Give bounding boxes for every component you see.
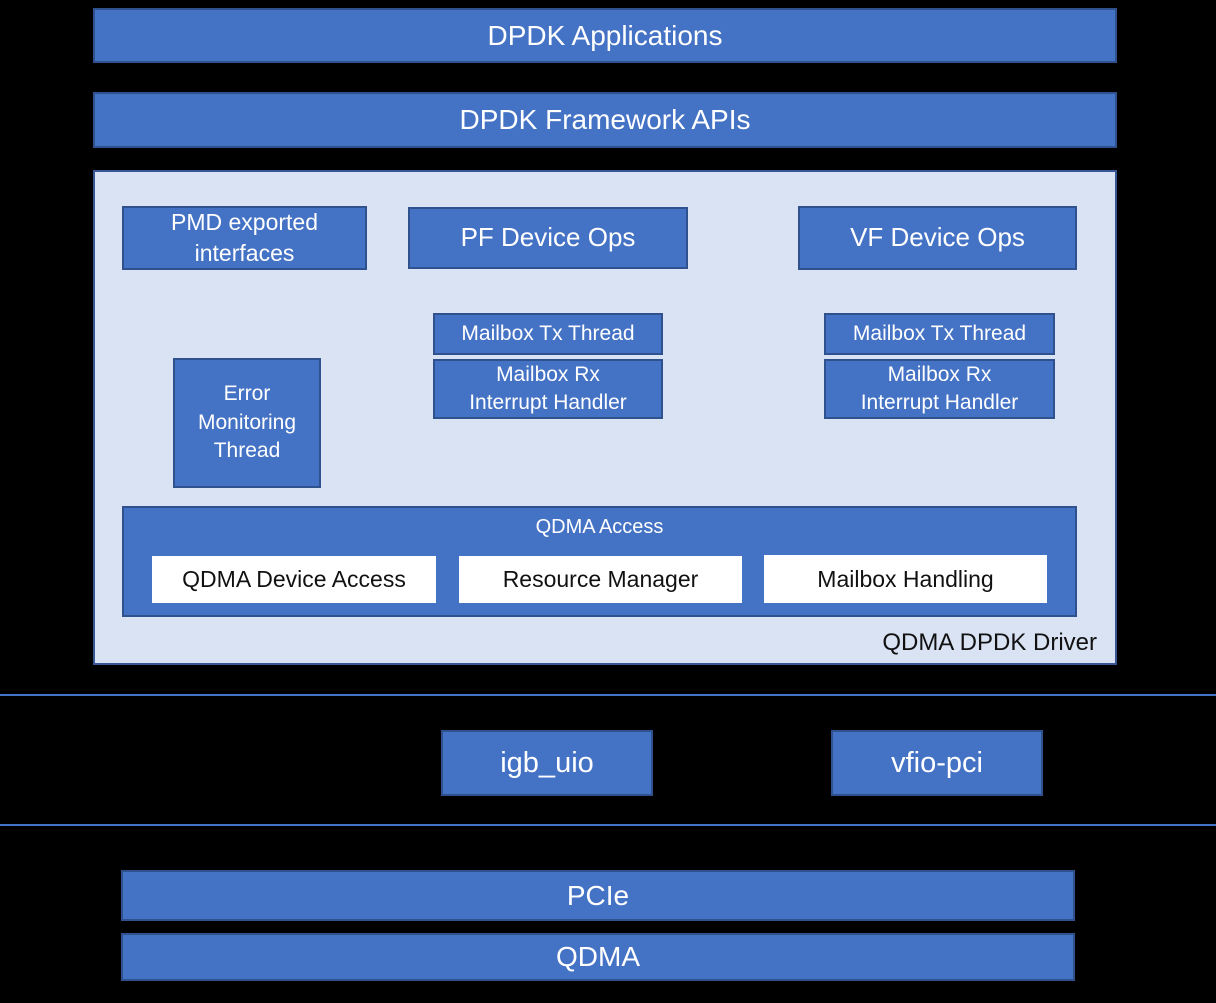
separator-line-bottom bbox=[0, 824, 1216, 826]
qdma-device-access-label: QDMA Device Access bbox=[182, 566, 406, 592]
mailbox-handling-box: Mailbox Handling bbox=[764, 555, 1047, 603]
vfio-pci-box: vfio-pci bbox=[831, 730, 1043, 796]
vfio-pci-label: vfio-pci bbox=[891, 746, 983, 779]
qdma-device-access-box: QDMA Device Access bbox=[152, 556, 436, 603]
pmd-exported-interfaces-box: PMD exported interfaces bbox=[122, 206, 367, 270]
dpdk-framework-apis-label: DPDK Framework APIs bbox=[459, 104, 751, 135]
error-monitoring-thread-label: Error Monitoring Thread bbox=[197, 382, 297, 463]
qdma-dpdk-driver-container: PMD exported interfaces PF Device Ops VF… bbox=[93, 170, 1117, 665]
pf-mailbox-tx-thread-label: Mailbox Tx Thread bbox=[461, 321, 635, 345]
qdma-label: QDMA bbox=[556, 941, 640, 972]
pcie-label: PCIe bbox=[566, 879, 630, 911]
qdma-bar: QDMA bbox=[121, 933, 1075, 981]
vf-mailbox-rx-interrupt-handler-label: Mailbox Rx Interrupt Handler bbox=[860, 362, 1019, 414]
pf-mailbox-rx-interrupt-handler-box: Mailbox Rx Interrupt Handler bbox=[433, 359, 663, 419]
igb-uio-box: igb_uio bbox=[441, 730, 653, 796]
dpdk-framework-apis-bar: DPDK Framework APIs bbox=[93, 92, 1117, 148]
error-monitoring-thread-box: Error Monitoring Thread bbox=[173, 358, 321, 488]
igb-uio-label: igb_uio bbox=[500, 746, 594, 779]
pcie-bar: PCIe bbox=[121, 870, 1075, 921]
resource-manager-label: Resource Manager bbox=[502, 566, 699, 592]
pmd-exported-interfaces-label: PMD exported interfaces bbox=[170, 208, 318, 266]
pf-mailbox-rx-interrupt-handler-label: Mailbox Rx Interrupt Handler bbox=[469, 362, 627, 414]
vf-device-ops-label: VF Device Ops bbox=[850, 222, 1025, 253]
vf-mailbox-tx-thread-label: Mailbox Tx Thread bbox=[852, 321, 1027, 345]
vf-mailbox-rx-interrupt-handler-box: Mailbox Rx Interrupt Handler bbox=[824, 359, 1055, 419]
vf-mailbox-tx-thread-box: Mailbox Tx Thread bbox=[824, 313, 1055, 355]
mailbox-handling-label: Mailbox Handling bbox=[817, 565, 994, 592]
vf-device-ops-box: VF Device Ops bbox=[798, 206, 1077, 270]
qdma-access-box: QDMA Access QDMA Device Access Resource … bbox=[122, 506, 1077, 617]
qdma-dpdk-driver-label: QDMA DPDK Driver bbox=[882, 629, 1097, 656]
pf-mailbox-tx-thread-box: Mailbox Tx Thread bbox=[433, 313, 663, 355]
pf-device-ops-label: PF Device Ops bbox=[460, 222, 636, 253]
separator-line-top bbox=[0, 694, 1216, 696]
qdma-access-title: QDMA Access bbox=[535, 516, 664, 538]
pf-device-ops-box: PF Device Ops bbox=[408, 207, 688, 269]
dpdk-applications-bar: DPDK Applications bbox=[93, 8, 1117, 63]
resource-manager-box: Resource Manager bbox=[459, 556, 742, 603]
dpdk-applications-label: DPDK Applications bbox=[487, 19, 723, 51]
